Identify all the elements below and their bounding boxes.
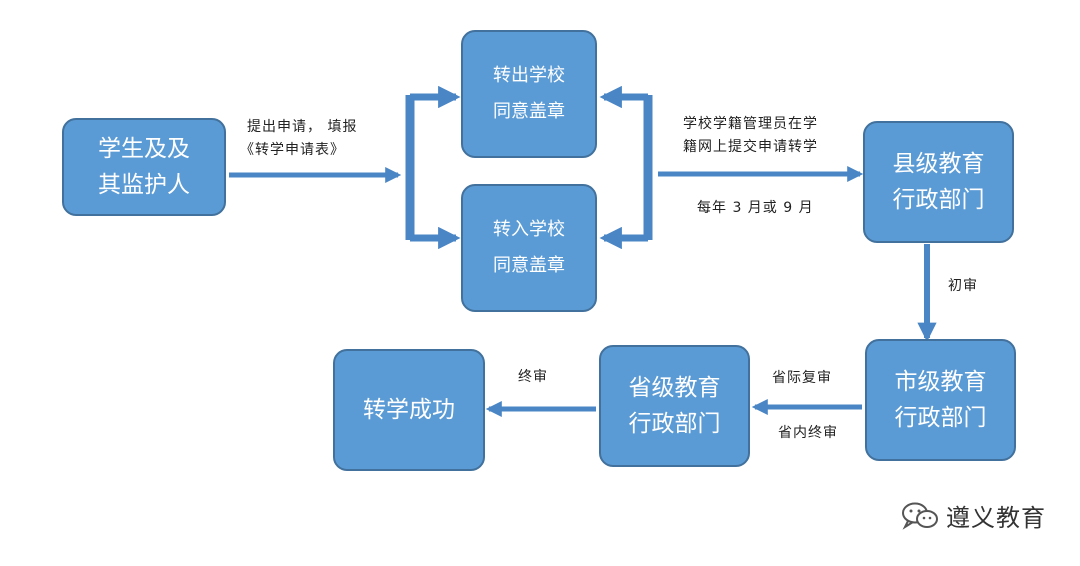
transfer-success-box: 转学成功: [333, 349, 485, 471]
box-line: 行政部门: [628, 411, 721, 437]
label-application-form: 《转学申请表》: [240, 142, 345, 158]
transfer-in-school-box: 转入学校 同意盖章: [461, 184, 597, 312]
county-education-dept-box: 县级教育 行政部门: [863, 121, 1014, 243]
box-line: 学生及及: [98, 136, 190, 162]
label-submit-application: 提出申请， 填报: [247, 119, 358, 135]
label-registrar-submit-line2: 籍网上提交申请转学: [683, 139, 818, 155]
label-intra-provincial-final: 省内终审: [778, 425, 838, 441]
watermark-text: 遵义教育: [946, 504, 1046, 532]
box-line: 县级教育: [892, 151, 985, 177]
box-line: 同意盖章: [493, 101, 565, 122]
wechat-icon: [902, 502, 938, 530]
transfer-out-school-box: 转出学校 同意盖章: [461, 30, 597, 158]
label-final-review: 终审: [518, 369, 548, 385]
label-registrar-submit-line1: 学校学籍管理员在学: [683, 116, 818, 132]
box-line: 转出学校: [493, 65, 565, 86]
box-line: 转学成功: [363, 397, 455, 423]
city-education-dept-box: 市级教育 行政部门: [865, 339, 1016, 461]
student-guardian-box: 学生及及 其监护人: [62, 118, 226, 216]
box-line: 其监护人: [98, 172, 190, 198]
watermark: 遵义教育: [900, 498, 1046, 533]
box-line: 行政部门: [892, 187, 985, 213]
box-line: 行政部门: [894, 405, 987, 431]
box-line: 转入学校: [493, 219, 565, 240]
province-education-dept-box: 省级教育 行政部门: [599, 345, 750, 467]
box-line: 市级教育: [894, 369, 987, 395]
box-line: 同意盖章: [493, 255, 565, 276]
label-timing: 每年 3 月或 9 月: [697, 200, 814, 216]
box-line: 省级教育: [628, 375, 721, 401]
label-initial-review: 初审: [948, 278, 978, 294]
label-inter-provincial-review: 省际复审: [772, 370, 832, 386]
